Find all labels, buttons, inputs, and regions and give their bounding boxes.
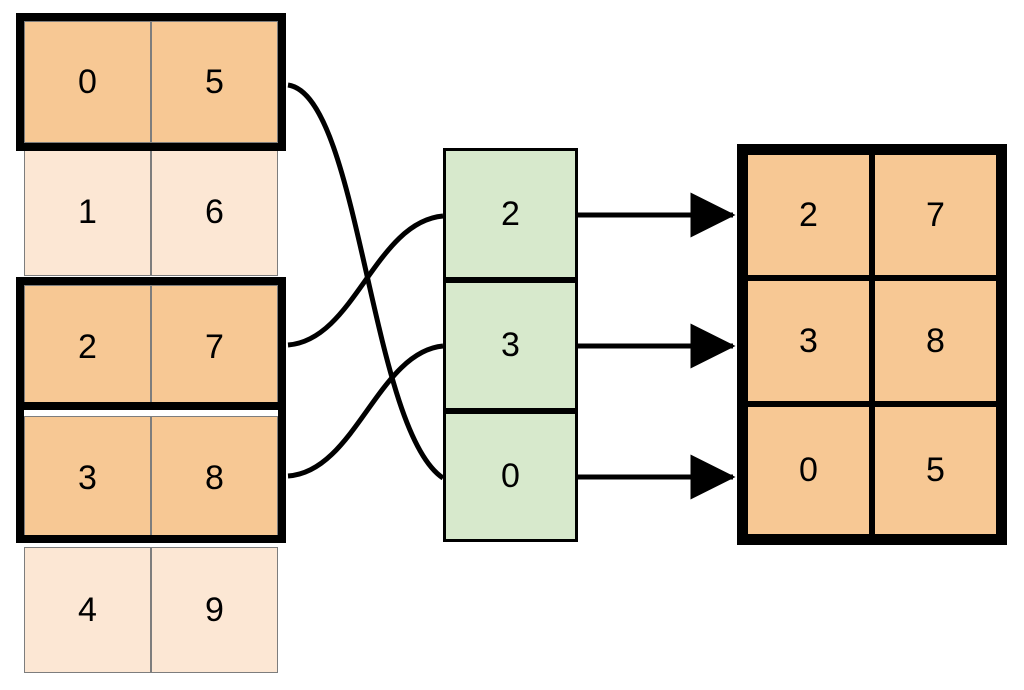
index-vector-slot-1: 3 xyxy=(443,280,578,411)
source-cell-r1c1: 6 xyxy=(151,148,278,276)
source-cell-r2c0: 2 xyxy=(24,285,151,409)
link-source-row-0-to-slot-2 xyxy=(287,82,445,481)
source-cell-r1c0: 1 xyxy=(24,148,151,276)
result-cell-r1c1: 8 xyxy=(872,278,999,404)
source-cell-r4c0: 4 xyxy=(24,547,151,673)
source-cell-r3c1: 8 xyxy=(151,416,278,540)
source-cell-r0c1: 5 xyxy=(151,21,278,143)
index-vector-slot-0: 2 xyxy=(443,148,578,280)
result-cell-r2c0: 0 xyxy=(745,404,872,537)
source-cell-r4c1: 9 xyxy=(151,547,278,673)
result-cell-r1c0: 3 xyxy=(745,278,872,404)
link-source-row-2-to-slot-0 xyxy=(287,213,444,348)
source-table: 0 5 1 6 2 7 3 8 4 9 xyxy=(16,13,286,673)
source-cell-r0c0: 0 xyxy=(24,21,151,143)
source-cell-r3c0: 3 xyxy=(24,416,151,540)
index-vector-slot-2: 0 xyxy=(443,411,578,542)
source-cell-r2c1: 7 xyxy=(151,285,278,409)
result-cell-r2c1: 5 xyxy=(872,404,999,537)
link-source-row-3-to-slot-1 xyxy=(287,343,444,479)
result-table: 2 7 3 8 0 5 xyxy=(737,144,1007,545)
result-cell-r0c1: 7 xyxy=(872,152,999,278)
result-cell-r0c0: 2 xyxy=(745,152,872,278)
